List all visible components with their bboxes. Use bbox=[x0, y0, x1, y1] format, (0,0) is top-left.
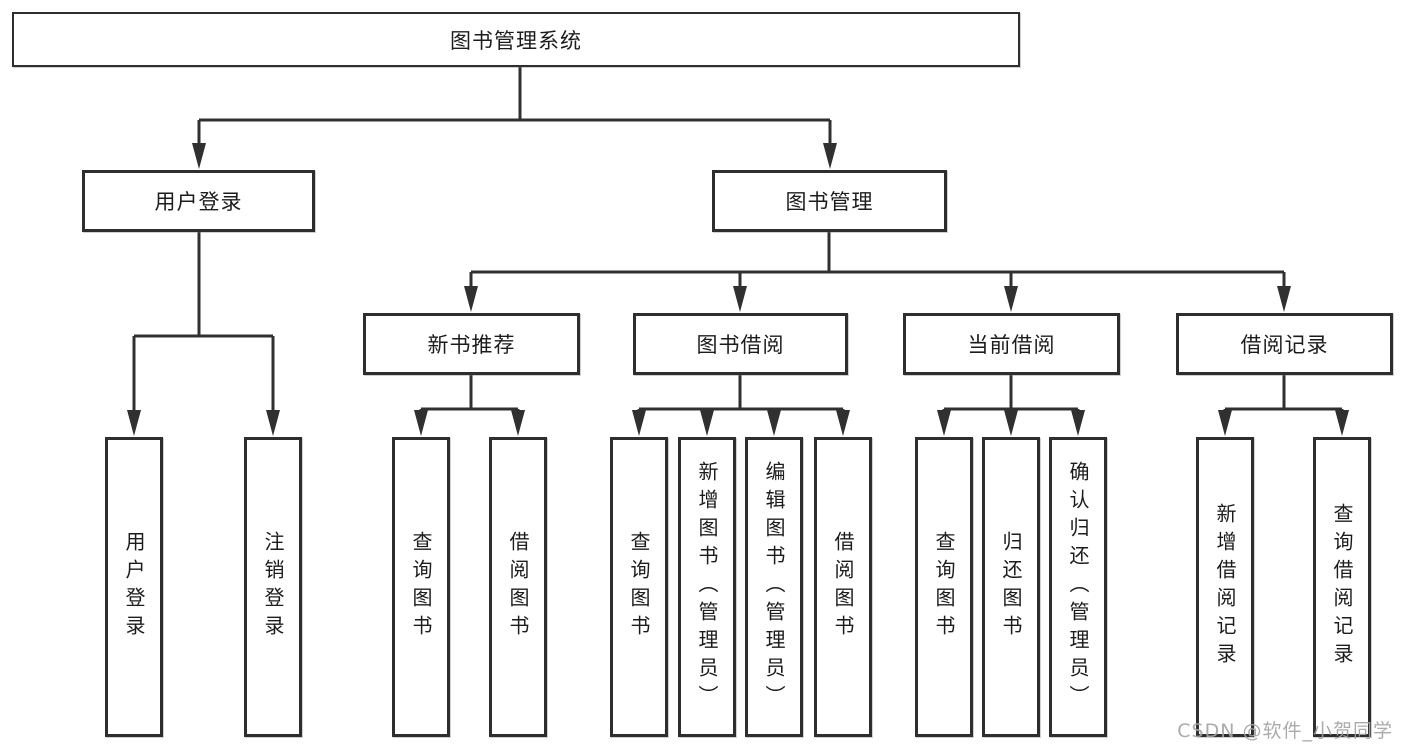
node-library-management-system: 图书管理系统 bbox=[12, 12, 1020, 67]
node-label: 查询图书 bbox=[409, 531, 433, 643]
node-label: 查询图书 bbox=[932, 531, 956, 643]
node-label: 归还图书 bbox=[999, 531, 1023, 643]
node-new-book-recommendation: 新书推荐 bbox=[363, 313, 580, 375]
node-label: 确认归还（管理员） bbox=[1066, 461, 1090, 713]
leaf-query-books-borrowing: 查询图书 bbox=[610, 437, 668, 737]
node-borrowing-records: 借阅记录 bbox=[1176, 313, 1393, 375]
node-book-management: 图书管理 bbox=[712, 170, 947, 232]
arrowheads bbox=[127, 143, 1349, 436]
node-label: 编辑图书（管理员） bbox=[762, 461, 786, 713]
node-label: 查询借阅记录 bbox=[1330, 503, 1354, 671]
node-label: 当前借阅 bbox=[967, 333, 1056, 357]
node-current-borrowing: 当前借阅 bbox=[903, 313, 1120, 375]
node-label: 借阅图书 bbox=[831, 531, 855, 643]
node-label: 图书借阅 bbox=[696, 333, 785, 357]
node-label: 借阅图书 bbox=[506, 531, 530, 643]
leaf-add-book-admin: 新增图书（管理员） bbox=[678, 437, 736, 737]
leaf-query-books-current: 查询图书 bbox=[915, 437, 973, 737]
node-label: 新书推荐 bbox=[427, 333, 516, 357]
leaf-user-login: 用户登录 bbox=[105, 437, 163, 737]
leaf-return-books: 归还图书 bbox=[982, 437, 1040, 737]
leaf-borrow-books-borrowing: 借阅图书 bbox=[814, 437, 872, 737]
node-label: 用户登录 bbox=[154, 190, 243, 214]
leaf-edit-book-admin: 编辑图书（管理员） bbox=[745, 437, 803, 737]
leaf-borrow-books-recommend: 借阅图书 bbox=[489, 437, 547, 737]
node-label: 图书管理系统 bbox=[450, 28, 582, 53]
watermark: CSDN @软件_小贺同学 bbox=[1177, 720, 1393, 742]
leaf-query-borrow-record: 查询借阅记录 bbox=[1313, 437, 1371, 737]
leaf-confirm-return-admin: 确认归还（管理员） bbox=[1049, 437, 1107, 737]
node-label: 注销登录 bbox=[261, 531, 285, 643]
node-book-borrowing: 图书借阅 bbox=[633, 313, 848, 375]
node-label: 图书管理 bbox=[785, 190, 874, 214]
leaf-add-borrow-record: 新增借阅记录 bbox=[1196, 437, 1254, 737]
node-label: 借阅记录 bbox=[1240, 333, 1329, 357]
node-label: 新增图书（管理员） bbox=[695, 461, 719, 713]
node-user-login: 用户登录 bbox=[82, 170, 315, 232]
node-label: 查询图书 bbox=[627, 531, 651, 643]
leaf-logout: 注销登录 bbox=[244, 437, 302, 737]
node-label: 用户登录 bbox=[122, 531, 146, 643]
leaf-query-books-recommend: 查询图书 bbox=[392, 437, 450, 737]
node-label: 新增借阅记录 bbox=[1213, 503, 1237, 671]
